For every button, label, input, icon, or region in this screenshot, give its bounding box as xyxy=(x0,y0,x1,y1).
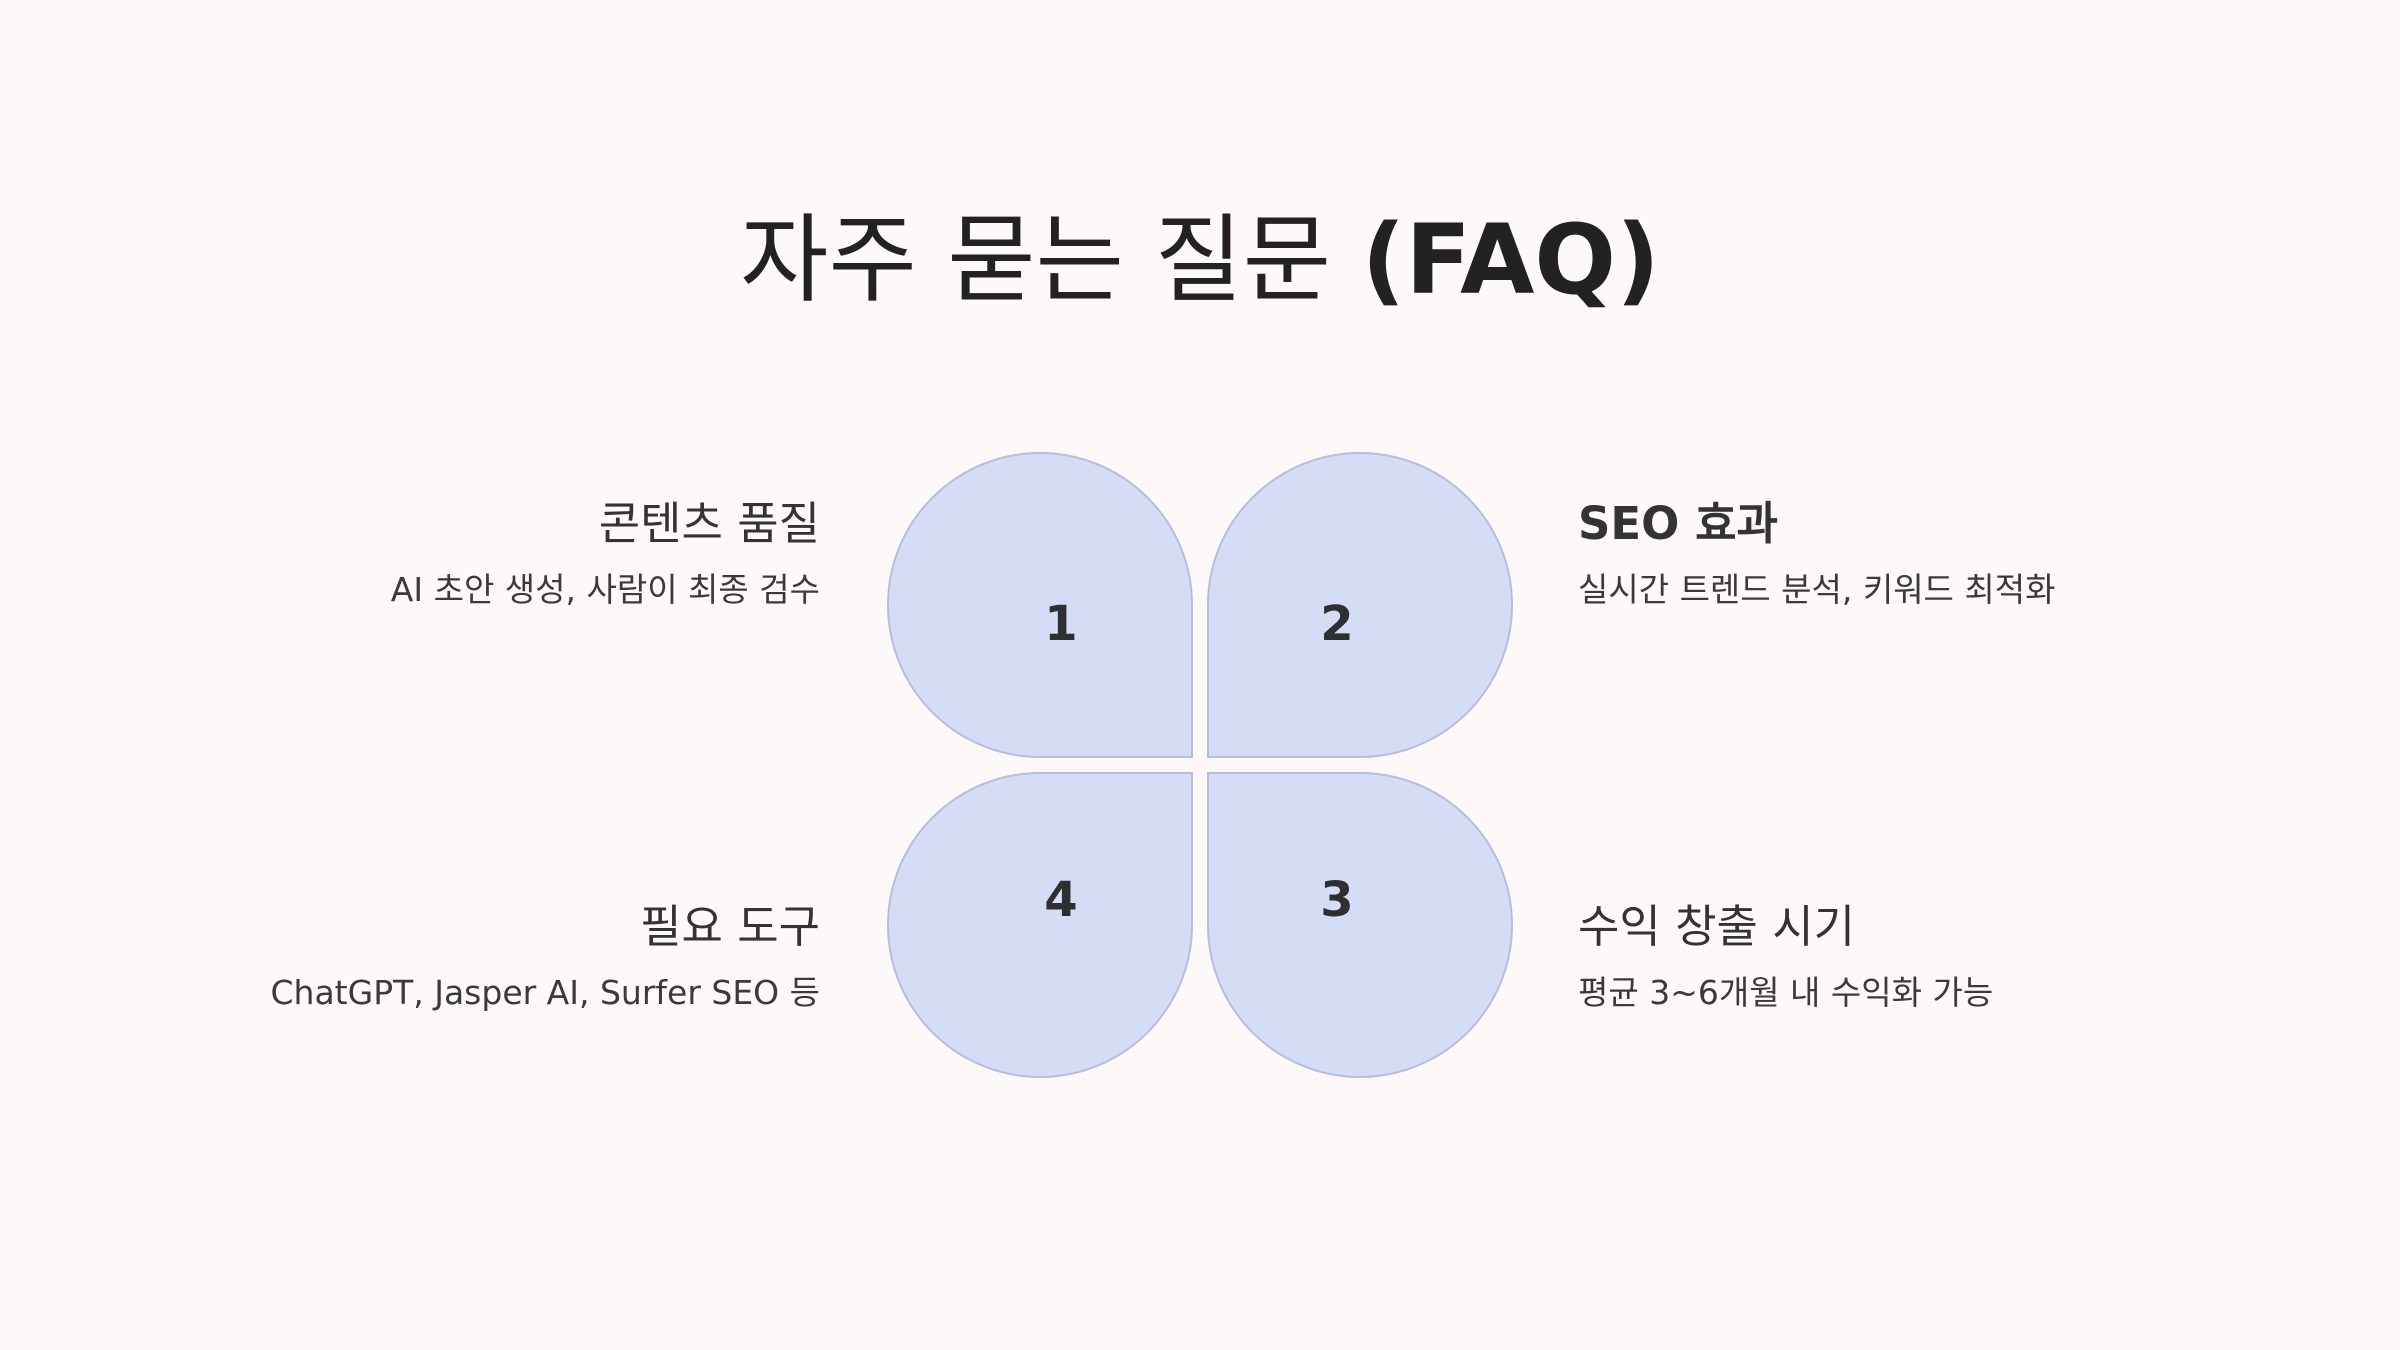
petal-4 xyxy=(887,772,1193,1078)
faq-description: ChatGPT, Jasper AI, Surfer SEO 등 xyxy=(270,973,821,1012)
faq-item-seo-effect: SEO 효과 실시간 트렌드 분석, 키워드 최적화 xyxy=(1578,494,2338,612)
faq-item-content-quality: 콘텐츠 품질 AI 초안 생성, 사람이 최종 검수 xyxy=(60,494,820,612)
faq-description: 평균 3~6개월 내 수익화 가능 xyxy=(1578,973,1994,1012)
title-main: 자주 묻는 질문 xyxy=(740,204,1332,316)
title-accent: (FAQ) xyxy=(1361,204,1660,316)
faq-heading: 수익 창출 시기 xyxy=(1578,900,1856,953)
petal-number-3: 3 xyxy=(1320,872,1353,928)
faq-item-required-tools: 필요 도구 ChatGPT, Jasper AI, Surfer SEO 등 xyxy=(60,897,821,1015)
petal-number-2: 2 xyxy=(1320,596,1353,652)
faq-heading: 필요 도구 xyxy=(640,900,820,953)
faq-description: 실시간 트렌드 분석, 키워드 최적화 xyxy=(1578,570,2056,609)
petal-number-4: 4 xyxy=(1044,872,1077,928)
petal-1 xyxy=(887,452,1193,758)
petal-3 xyxy=(1207,772,1513,1078)
page-title: 자주 묻는 질문 (FAQ) xyxy=(0,200,2400,320)
petal-2 xyxy=(1207,452,1513,758)
faq-heading: 콘텐츠 품질 xyxy=(598,497,820,550)
faq-item-monetization-timing: 수익 창출 시기 평균 3~6개월 내 수익화 가능 xyxy=(1578,897,2338,1015)
faq-heading: SEO 효과 xyxy=(1578,497,1778,550)
petal-number-1: 1 xyxy=(1044,596,1077,652)
faq-description: AI 초안 생성, 사람이 최종 검수 xyxy=(390,570,820,609)
